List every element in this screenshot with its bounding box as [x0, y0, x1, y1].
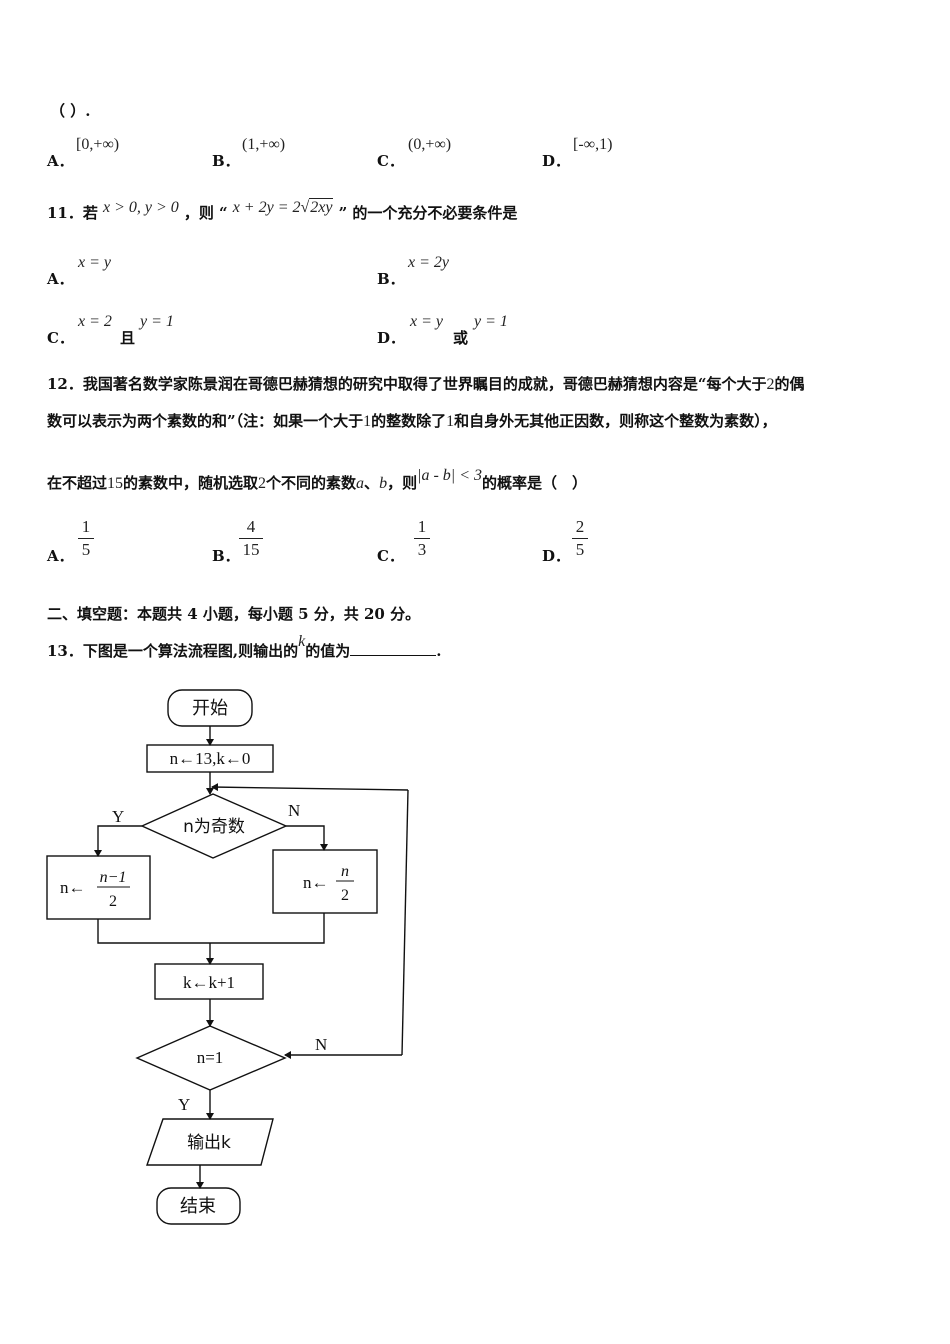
q11-stem: 11．若 x > 0, y > 0 ，则 “ x + 2y = 2√2xy ” …	[47, 198, 518, 223]
flow-right-den: 2	[341, 887, 349, 904]
q11-option-d-value2: y = 1	[474, 313, 508, 330]
q12-option-d-label: D．	[542, 547, 571, 565]
q11-tail: 的一个充分不必要条件是	[352, 204, 518, 222]
q11-option-c-joiner: 且	[120, 329, 136, 347]
flow-left-num: n−1	[100, 869, 127, 886]
q11-condition: x > 0, y > 0	[102, 199, 179, 216]
q11-radicand: 2xy	[309, 198, 334, 216]
flow-no-1: N	[288, 801, 300, 820]
flow-init-text: n←13,k←0	[170, 749, 251, 768]
q13-answer-blank[interactable]	[350, 643, 437, 656]
flow-start-text: 开始	[192, 698, 228, 719]
section-2-heading: 二、填空题：本题共 4 小题，每小题 5 分，共 20 分。	[47, 605, 421, 623]
q11-expression: x + 2y = 2√2xy	[232, 198, 334, 216]
q11-option-c-value2: y = 1	[140, 313, 174, 330]
q10-option-d-label: D．	[542, 152, 571, 170]
q11-option-d-label: D．	[377, 329, 406, 347]
q10-option-c-value: (0,+∞)	[408, 136, 452, 153]
q12-line-2: 数可以表示为两个素数的和”（注：如果一个大于1的整数除了1和自身外无其他正因数，…	[47, 412, 777, 430]
flow-increment-text: k←k+1	[183, 973, 235, 992]
q12-line-3: 在不超过15的素数中，随机选取2个不同的素数a、b，则|a - b| < 3的概…	[47, 467, 588, 492]
q11-quote-open: “	[218, 204, 228, 222]
q10-option-a-value: [0,+∞)	[76, 136, 120, 153]
q11-option-b-value: x = 2y	[408, 254, 449, 271]
q11-mid: ，则	[183, 204, 214, 222]
q11-quote-close: ”	[338, 204, 348, 222]
q11-option-a-value: x = y	[78, 254, 111, 271]
q11-option-c-label: C．	[47, 329, 74, 347]
flow-yes-1: Y	[112, 807, 124, 826]
q12-line-1: 12．我国著名数学家陈景润在哥德巴赫猜想的研究中取得了世界瞩目的成就，哥德巴赫猜…	[47, 375, 805, 393]
flow-output-box	[146, 1118, 274, 1166]
q10-option-c-label: C．	[377, 152, 404, 170]
flow-right-num: n	[341, 863, 349, 880]
q10-option-a-label: A．	[47, 152, 74, 170]
flow-right-prefix: n←	[303, 873, 329, 892]
q13-stem: 13．下图是一个算法流程图,则输出的k的值为.	[47, 633, 442, 660]
q12-option-b-label: B．	[212, 547, 240, 565]
q13-var-k: k	[298, 633, 306, 650]
q12-option-a-label: A．	[47, 547, 74, 565]
q11-option-b-label: B．	[377, 270, 405, 288]
q12-abs-expression: |a - b| < 3	[417, 467, 482, 484]
flow-decision-end-text: n=1	[197, 1048, 224, 1067]
q11-option-d-joiner: 或	[453, 329, 469, 347]
q12-option-c-label: C．	[377, 547, 404, 565]
flow-right-box	[272, 849, 378, 914]
flow-end-text: 结束	[180, 1196, 216, 1217]
flow-no-2: N	[315, 1035, 327, 1054]
flow-output-text: 输出k	[187, 1133, 231, 1153]
q10-option-b-label: B．	[212, 152, 240, 170]
flow-left-prefix: n←	[60, 878, 86, 897]
q11-number: 11．若	[47, 204, 98, 222]
q11-option-a-label: A．	[47, 270, 74, 288]
flow-left-den: 2	[109, 893, 117, 910]
q10-option-b-value: (1,+∞)	[242, 136, 286, 153]
q11-option-d-value: x = y	[410, 313, 443, 330]
flow-yes-2: Y	[178, 1095, 190, 1114]
q10-stem-tail: （ ）.	[50, 102, 91, 120]
flow-decision-odd-text: n为奇数	[183, 817, 245, 837]
q11-option-c-value: x = 2	[78, 313, 112, 330]
q10-option-d-value: [-∞,1)	[573, 136, 613, 153]
